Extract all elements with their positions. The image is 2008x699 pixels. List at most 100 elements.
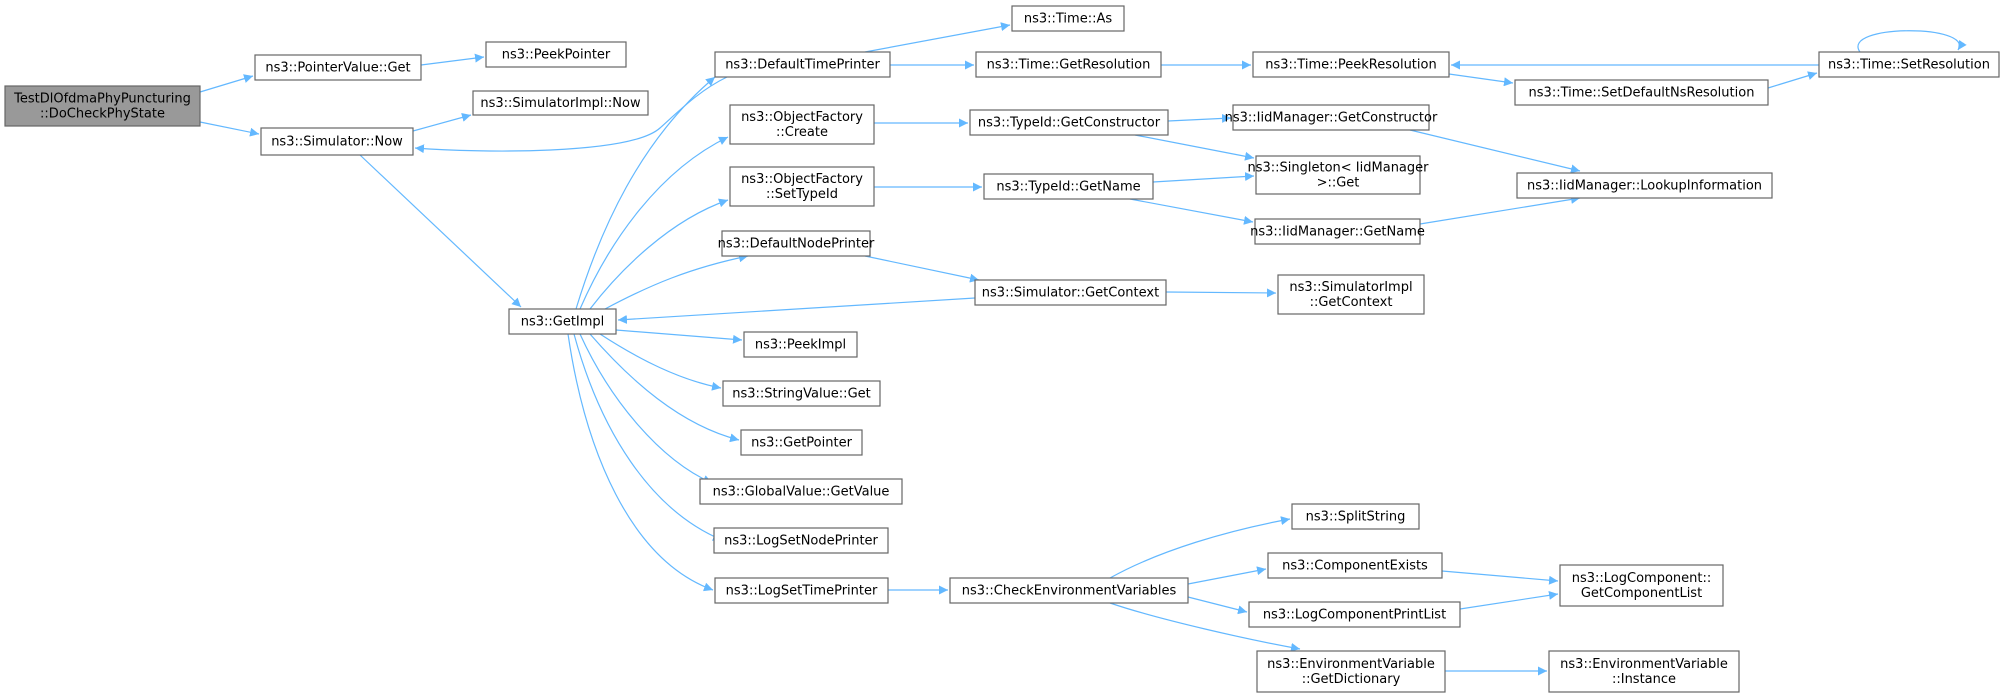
node-split-string[interactable]: ns3::SplitString bbox=[1291, 503, 1420, 530]
node-label: ns3::EnvironmentVariable bbox=[1560, 657, 1728, 672]
node-time-peekres[interactable]: ns3::Time::PeekResolution bbox=[1252, 51, 1450, 78]
node-log-component-print[interactable]: ns3::LogComponentPrintList bbox=[1248, 601, 1461, 628]
node-box bbox=[714, 577, 889, 604]
edge-line bbox=[864, 255, 980, 283]
node-default-node-printer[interactable]: ns3::DefaultNodePrinter bbox=[718, 230, 875, 257]
edge-line bbox=[864, 22, 1011, 53]
edge-layer bbox=[199, 22, 1967, 676]
node-label: ns3::SimulatorImpl bbox=[1289, 280, 1412, 295]
edge-component_exists-to-log_getlist bbox=[1441, 570, 1559, 585]
node-label: ns3::Simulator::Now bbox=[271, 135, 403, 150]
node-log-getlist[interactable]: ns3::LogComponent::GetComponentList bbox=[1559, 564, 1724, 607]
node-label: ns3::Time::As bbox=[1024, 12, 1113, 27]
edge-root-to-pv_get bbox=[199, 74, 254, 93]
node-label: ns3::StringValue::Get bbox=[732, 387, 870, 402]
node-label: ::GetContext bbox=[1310, 295, 1393, 310]
node-label: ns3::ObjectFactory bbox=[741, 172, 863, 187]
node-box bbox=[740, 429, 863, 456]
edge-line bbox=[199, 74, 254, 93]
node-label: ns3::Simulator::GetContext bbox=[982, 286, 1159, 301]
node-box bbox=[1277, 274, 1425, 315]
node-label: ns3::ObjectFactory bbox=[741, 110, 863, 125]
node-box bbox=[508, 308, 617, 335]
node-label: ns3::LogSetTimePrinter bbox=[726, 584, 878, 599]
node-check-env[interactable]: ns3::CheckEnvironmentVariables bbox=[949, 577, 1189, 604]
node-of-settypeid[interactable]: ns3::ObjectFactory::SetTypeId bbox=[729, 166, 875, 207]
node-box bbox=[1267, 552, 1443, 579]
node-of-create[interactable]: ns3::ObjectFactory::Create bbox=[729, 104, 875, 145]
node-stringvalue-get[interactable]: ns3::StringValue::Get bbox=[722, 380, 881, 407]
edge-line bbox=[567, 333, 714, 592]
node-iid-lookup[interactable]: ns3::IidManager::LookupInformation bbox=[1516, 172, 1773, 199]
edge-iid_getctor-to-iid_lookup bbox=[1409, 129, 1581, 174]
node-log-settime[interactable]: ns3::LogSetTimePrinter bbox=[714, 577, 889, 604]
node-box bbox=[1232, 104, 1430, 131]
node-typeid-getname[interactable]: ns3::TypeId::GetName bbox=[983, 173, 1154, 200]
node-iid-getname[interactable]: ns3::IidManager::GetName bbox=[1250, 218, 1425, 245]
node-simimpl-getcontext[interactable]: ns3::SimulatorImpl::GetContext bbox=[1277, 274, 1425, 315]
node-box bbox=[1252, 51, 1450, 78]
edge-line bbox=[1187, 566, 1267, 585]
node-label: ns3::SplitString bbox=[1306, 510, 1406, 525]
node-box bbox=[472, 90, 649, 116]
node-label: ns3::GetPointer bbox=[751, 436, 852, 451]
node-simimpl-now[interactable]: ns3::SimulatorImpl::Now bbox=[472, 90, 649, 116]
node-getpointer[interactable]: ns3::GetPointer bbox=[740, 429, 863, 456]
node-label: ns3::TypeId::GetConstructor bbox=[978, 116, 1161, 131]
node-singleton-get[interactable]: ns3::Singleton< IidManager>::Get bbox=[1247, 155, 1429, 195]
node-peek-pointer[interactable]: ns3::PeekPointer bbox=[485, 41, 627, 68]
node-peekimpl[interactable]: ns3::PeekImpl bbox=[743, 331, 858, 358]
node-env-instance[interactable]: ns3::EnvironmentVariable::Instance bbox=[1548, 650, 1740, 693]
node-label: >::Get bbox=[1317, 176, 1360, 191]
edge-getimpl-to-log_setnode bbox=[573, 333, 723, 541]
node-pv-get[interactable]: ns3::PointerValue::Get bbox=[254, 54, 422, 81]
node-box bbox=[4, 85, 201, 127]
node-globalvalue-get[interactable]: ns3::GlobalValue::GetValue bbox=[699, 478, 903, 505]
edge-typeid_getname-to-iid_getname bbox=[1129, 198, 1254, 225]
edge-line bbox=[359, 154, 522, 308]
node-label: ns3::DefaultTimePrinter bbox=[725, 58, 880, 73]
edge-line bbox=[575, 76, 716, 310]
edge-typeid_getctor-to-iid_getctor bbox=[1167, 113, 1232, 123]
node-box bbox=[722, 380, 881, 407]
node-label: ns3::Time::PeekResolution bbox=[1265, 58, 1436, 73]
edge-line bbox=[615, 329, 743, 344]
node-box bbox=[1291, 503, 1420, 530]
node-component-exists[interactable]: ns3::ComponentExists bbox=[1267, 552, 1443, 579]
edge-line bbox=[1187, 596, 1248, 615]
node-label: ns3::TypeId::GetName bbox=[996, 180, 1140, 195]
node-time-as[interactable]: ns3::Time::As bbox=[1011, 5, 1125, 32]
node-layer: TestDlOfdmaPhyPuncturing::DoCheckPhyStat… bbox=[4, 5, 2000, 693]
node-env-getdict[interactable]: ns3::EnvironmentVariable::GetDictionary bbox=[1256, 650, 1446, 693]
edge-time_peekres-to-time_setdefault bbox=[1448, 73, 1514, 87]
edge-getimpl-to-default_node_printer bbox=[604, 253, 749, 310]
node-label: ns3::SimulatorImpl::Now bbox=[480, 96, 641, 111]
edge-check_env-to-component_exists bbox=[1187, 566, 1267, 585]
node-box bbox=[260, 127, 414, 156]
node-label: ns3::DefaultNodePrinter bbox=[718, 237, 875, 252]
node-box bbox=[1818, 51, 2000, 78]
node-time-setres[interactable]: ns3::Time::SetResolution bbox=[1818, 51, 2000, 78]
edge-line bbox=[1167, 113, 1232, 123]
node-typeid-getctor[interactable]: ns3::TypeId::GetConstructor bbox=[969, 109, 1169, 136]
node-time-getres[interactable]: ns3::Time::GetResolution bbox=[975, 51, 1162, 78]
node-label: ns3::PointerValue::Get bbox=[265, 61, 410, 76]
node-default-time-printer[interactable]: ns3::DefaultTimePrinter bbox=[714, 51, 891, 78]
node-label: ns3::PeekPointer bbox=[502, 48, 611, 63]
edge-typeid_getctor-to-singleton_get bbox=[1134, 134, 1255, 161]
node-box bbox=[713, 527, 889, 554]
node-log-setnode[interactable]: ns3::LogSetNodePrinter bbox=[713, 527, 889, 554]
node-root[interactable]: TestDlOfdmaPhyPuncturing::DoCheckPhyStat… bbox=[4, 85, 201, 127]
node-box bbox=[975, 51, 1162, 78]
node-sim-getcontext[interactable]: ns3::Simulator::GetContext bbox=[974, 279, 1167, 306]
node-time-setdefault[interactable]: ns3::Time::SetDefaultNsResolution bbox=[1514, 79, 1769, 106]
node-iid-getctor[interactable]: ns3::IidManager::GetConstructor bbox=[1225, 104, 1438, 131]
node-label: ns3::LogComponentPrintList bbox=[1263, 608, 1446, 623]
edge-line bbox=[1857, 30, 1967, 53]
edge-getimpl-to-default_time_printer bbox=[575, 76, 716, 310]
node-getimpl[interactable]: ns3::GetImpl bbox=[508, 308, 617, 335]
node-label: ns3::Singleton< IidManager bbox=[1247, 161, 1429, 176]
node-sim-now[interactable]: ns3::Simulator::Now bbox=[260, 127, 414, 156]
edge-line bbox=[1109, 516, 1291, 579]
edge-getimpl-to-getpointer bbox=[589, 333, 740, 443]
